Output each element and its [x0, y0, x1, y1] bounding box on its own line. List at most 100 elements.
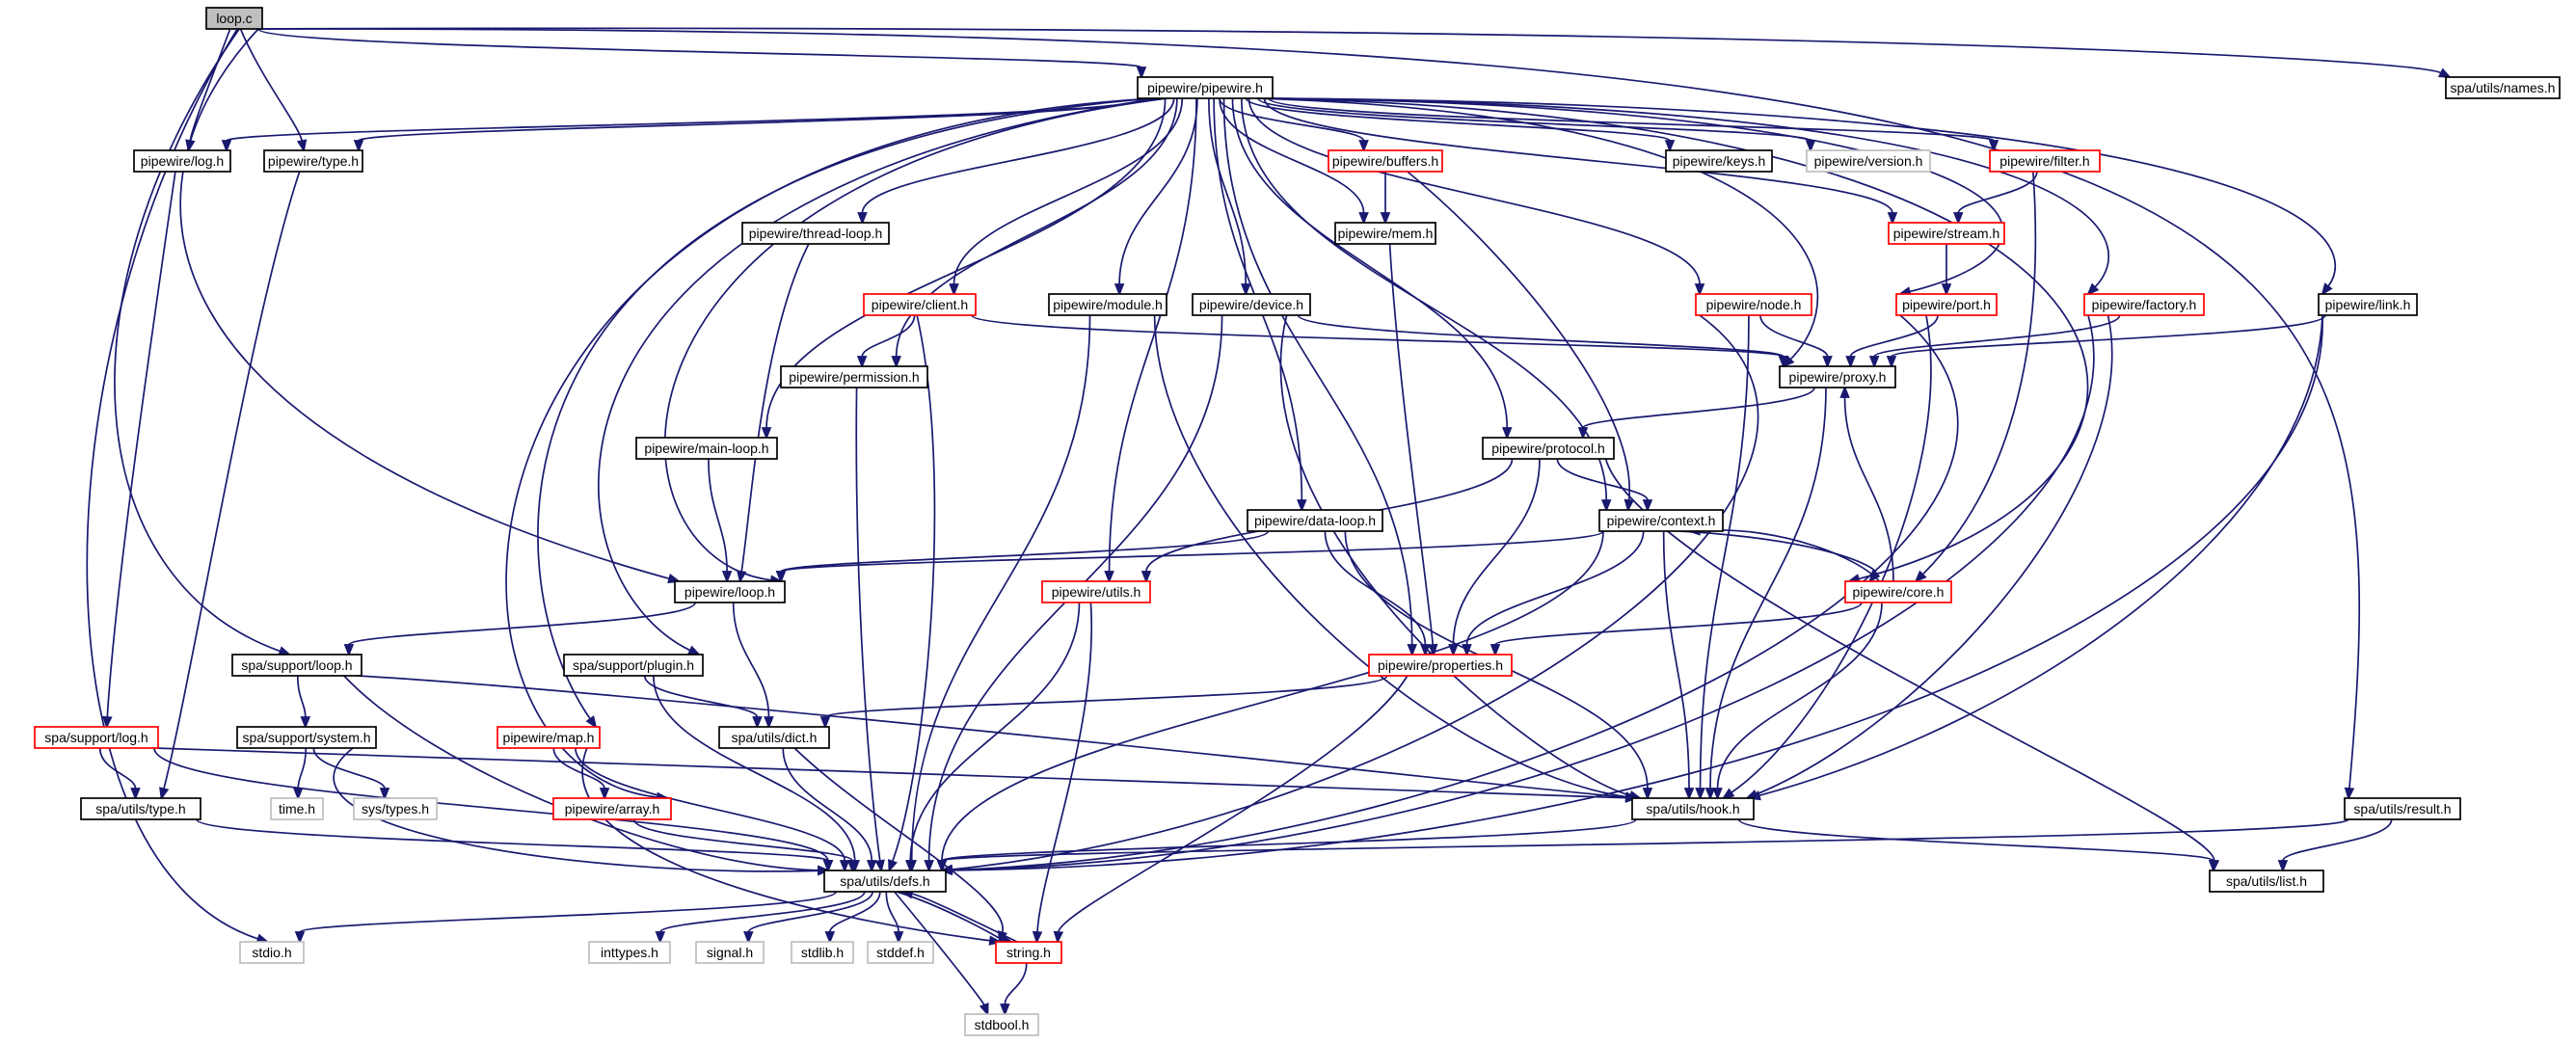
node-properties-h[interactable]: pipewire/properties.h — [1368, 654, 1513, 677]
node-port-h[interactable]: pipewire/port.h — [1895, 293, 1998, 316]
node-label: spa/utils/dict.h — [732, 730, 818, 745]
edge-link-h-to-hook-h — [1747, 314, 2323, 801]
node-label: pipewire/factory.h — [2092, 297, 2197, 312]
node-defs-h[interactable]: spa/utils/defs.h — [823, 870, 947, 893]
node-context-h[interactable]: pipewire/context.h — [1598, 509, 1724, 532]
edge-array-h-to-defs-h — [632, 818, 858, 873]
node-log-h[interactable]: pipewire/log.h — [133, 149, 231, 173]
node-pipewire-h[interactable]: pipewire/pipewire.h — [1137, 76, 1274, 99]
node-mem-h[interactable]: pipewire/mem.h — [1334, 222, 1436, 245]
edge-pipewire-h-to-node-h — [1248, 97, 1705, 297]
edge-filter-h-to-stream-h — [1952, 171, 2038, 226]
node-label: pipewire/keys.h — [1673, 153, 1766, 169]
edge-plugin-h-to-defs-h — [653, 675, 860, 873]
node-string-h[interactable]: string.h — [995, 941, 1062, 964]
edge-core-h-to-proxy-h — [1839, 385, 1894, 582]
edge-loop-c-to-type-h — [239, 28, 308, 153]
node-thread-loop-h[interactable]: pipewire/thread-loop.h — [741, 222, 890, 245]
node-node-h[interactable]: pipewire/node.h — [1695, 293, 1812, 316]
edge-protocol-h-to-context-h — [1556, 458, 1653, 513]
node-filter-h[interactable]: pipewire/filter.h — [1989, 149, 2101, 173]
edge-defs-h-to-signal-h — [743, 891, 873, 945]
edge-loop-c-to-result-h — [257, 28, 2361, 801]
node-box — [34, 726, 159, 749]
node-box — [995, 941, 1062, 964]
node-type-h[interactable]: pipewire/type.h — [263, 149, 363, 173]
node-array-h[interactable]: pipewire/array.h — [552, 797, 672, 820]
node-box — [867, 941, 934, 964]
edge-pipewire-h-to-module-h — [1114, 97, 1198, 297]
node-dict-h[interactable]: spa/utils/dict.h — [718, 726, 830, 749]
node-system-h[interactable]: spa/support/system.h — [236, 726, 377, 749]
node-plugin-h[interactable]: spa/support/plugin.h — [563, 654, 704, 677]
node-label: pipewire/map.h — [503, 730, 595, 745]
edge-loop-c-to-pipewire-h — [257, 28, 1147, 80]
edge-core-h-to-properties-h — [1489, 602, 1863, 657]
node-buffers-h[interactable]: pipewire/buffers.h — [1328, 149, 1443, 173]
node-box — [791, 941, 854, 964]
edge-string-h-to-stdbool-h — [1000, 962, 1028, 1017]
node-main-loop-h[interactable]: pipewire/main-loop.h — [635, 437, 778, 460]
node-box — [1368, 654, 1513, 677]
edge-map-h-to-string-h — [581, 747, 1003, 946]
node-label: loop.c — [216, 11, 252, 26]
node-label: pipewire/permission.h — [789, 369, 919, 385]
node-label: pipewire/node.h — [1706, 297, 1802, 312]
node-box — [780, 365, 928, 388]
node-protocol-h[interactable]: pipewire/protocol.h — [1482, 437, 1615, 460]
edge-hook-h-to-list-h — [1737, 818, 2219, 873]
node-proxy-h[interactable]: pipewire/proxy.h — [1779, 365, 1896, 388]
node-keys-h[interactable]: pipewire/keys.h — [1665, 149, 1773, 173]
node-core-h[interactable]: pipewire/core.h — [1844, 580, 1952, 603]
edge-loop-c-to-stdio-h — [86, 28, 270, 944]
node-result-h[interactable]: spa/utils/result.h — [2344, 797, 2461, 820]
node-box — [353, 797, 438, 820]
node-stdbool-h: stdbool.h — [964, 1013, 1039, 1036]
node-spa-loop-h[interactable]: spa/support/loop.h — [231, 654, 362, 677]
edge-client-h-to-defs-h — [888, 314, 936, 873]
node-hook-h[interactable]: spa/utils/hook.h — [1631, 797, 1755, 820]
edge-pipewire-h-to-map-h — [537, 97, 1153, 729]
edge-spa-log-h-to-spa-type-h — [98, 747, 141, 801]
edge-pipewire-h-to-thread-loop-h — [857, 97, 1175, 226]
edge-defs-h-to-inttypes-h — [655, 891, 866, 945]
edge-loop-h-to-spa-loop-h — [343, 602, 696, 657]
edge-thread-loop-h-to-loop-h — [737, 243, 810, 584]
edge-context-h-to-hook-h — [1662, 530, 1695, 801]
edge-client-h-to-proxy-h — [971, 314, 1789, 369]
edge-stream-h-to-port-h — [1941, 244, 1952, 297]
node-box — [1041, 580, 1151, 603]
edge-map-h-to-array-h — [552, 747, 610, 801]
node-map-h[interactable]: pipewire/map.h — [496, 726, 601, 749]
node-permission-h[interactable]: pipewire/permission.h — [780, 365, 928, 388]
node-box — [1192, 293, 1311, 316]
node-names-h[interactable]: spa/utils/names.h — [2445, 76, 2561, 99]
node-module-h[interactable]: pipewire/module.h — [1048, 293, 1167, 316]
node-device-h[interactable]: pipewire/device.h — [1192, 293, 1311, 316]
node-factory-h[interactable]: pipewire/factory.h — [2083, 293, 2205, 316]
node-data-loop-h[interactable]: pipewire/data-loop.h — [1247, 509, 1383, 532]
edge-pipewire-h-to-mem-h — [1219, 97, 1369, 226]
node-utils-h[interactable]: pipewire/utils.h — [1041, 580, 1151, 603]
node-link-h[interactable]: pipewire/link.h — [2318, 293, 2418, 316]
node-loop-c[interactable]: loop.c — [205, 7, 263, 30]
node-box — [674, 580, 786, 603]
node-label: stdio.h — [252, 945, 291, 960]
node-list-h[interactable]: spa/utils/list.h — [2209, 870, 2324, 893]
node-client-h[interactable]: pipewire/client.h — [863, 293, 977, 316]
edge-core-h-to-context-h — [1687, 525, 1880, 582]
node-label: sys/types.h — [362, 801, 429, 816]
edge-type-h-to-spa-type-h — [159, 171, 301, 801]
node-loop-h[interactable]: pipewire/loop.h — [674, 580, 786, 603]
node-box — [239, 941, 305, 964]
edge-context-h-to-loop-h — [775, 530, 1604, 584]
node-spa-type-h[interactable]: spa/utils/type.h — [80, 797, 201, 820]
node-label: spa/support/log.h — [44, 730, 148, 745]
node-spa-log-h[interactable]: spa/support/log.h — [34, 726, 159, 749]
node-box — [133, 149, 231, 173]
edge-dict-h-to-defs-h — [782, 747, 877, 873]
node-stream-h[interactable]: pipewire/stream.h — [1888, 222, 2005, 245]
edge-pipewire-h-to-loop-h — [663, 97, 1167, 585]
edge-pipewire-h-to-buffers-h — [1219, 97, 1369, 153]
node-label: pipewire/stream.h — [1893, 226, 2000, 241]
